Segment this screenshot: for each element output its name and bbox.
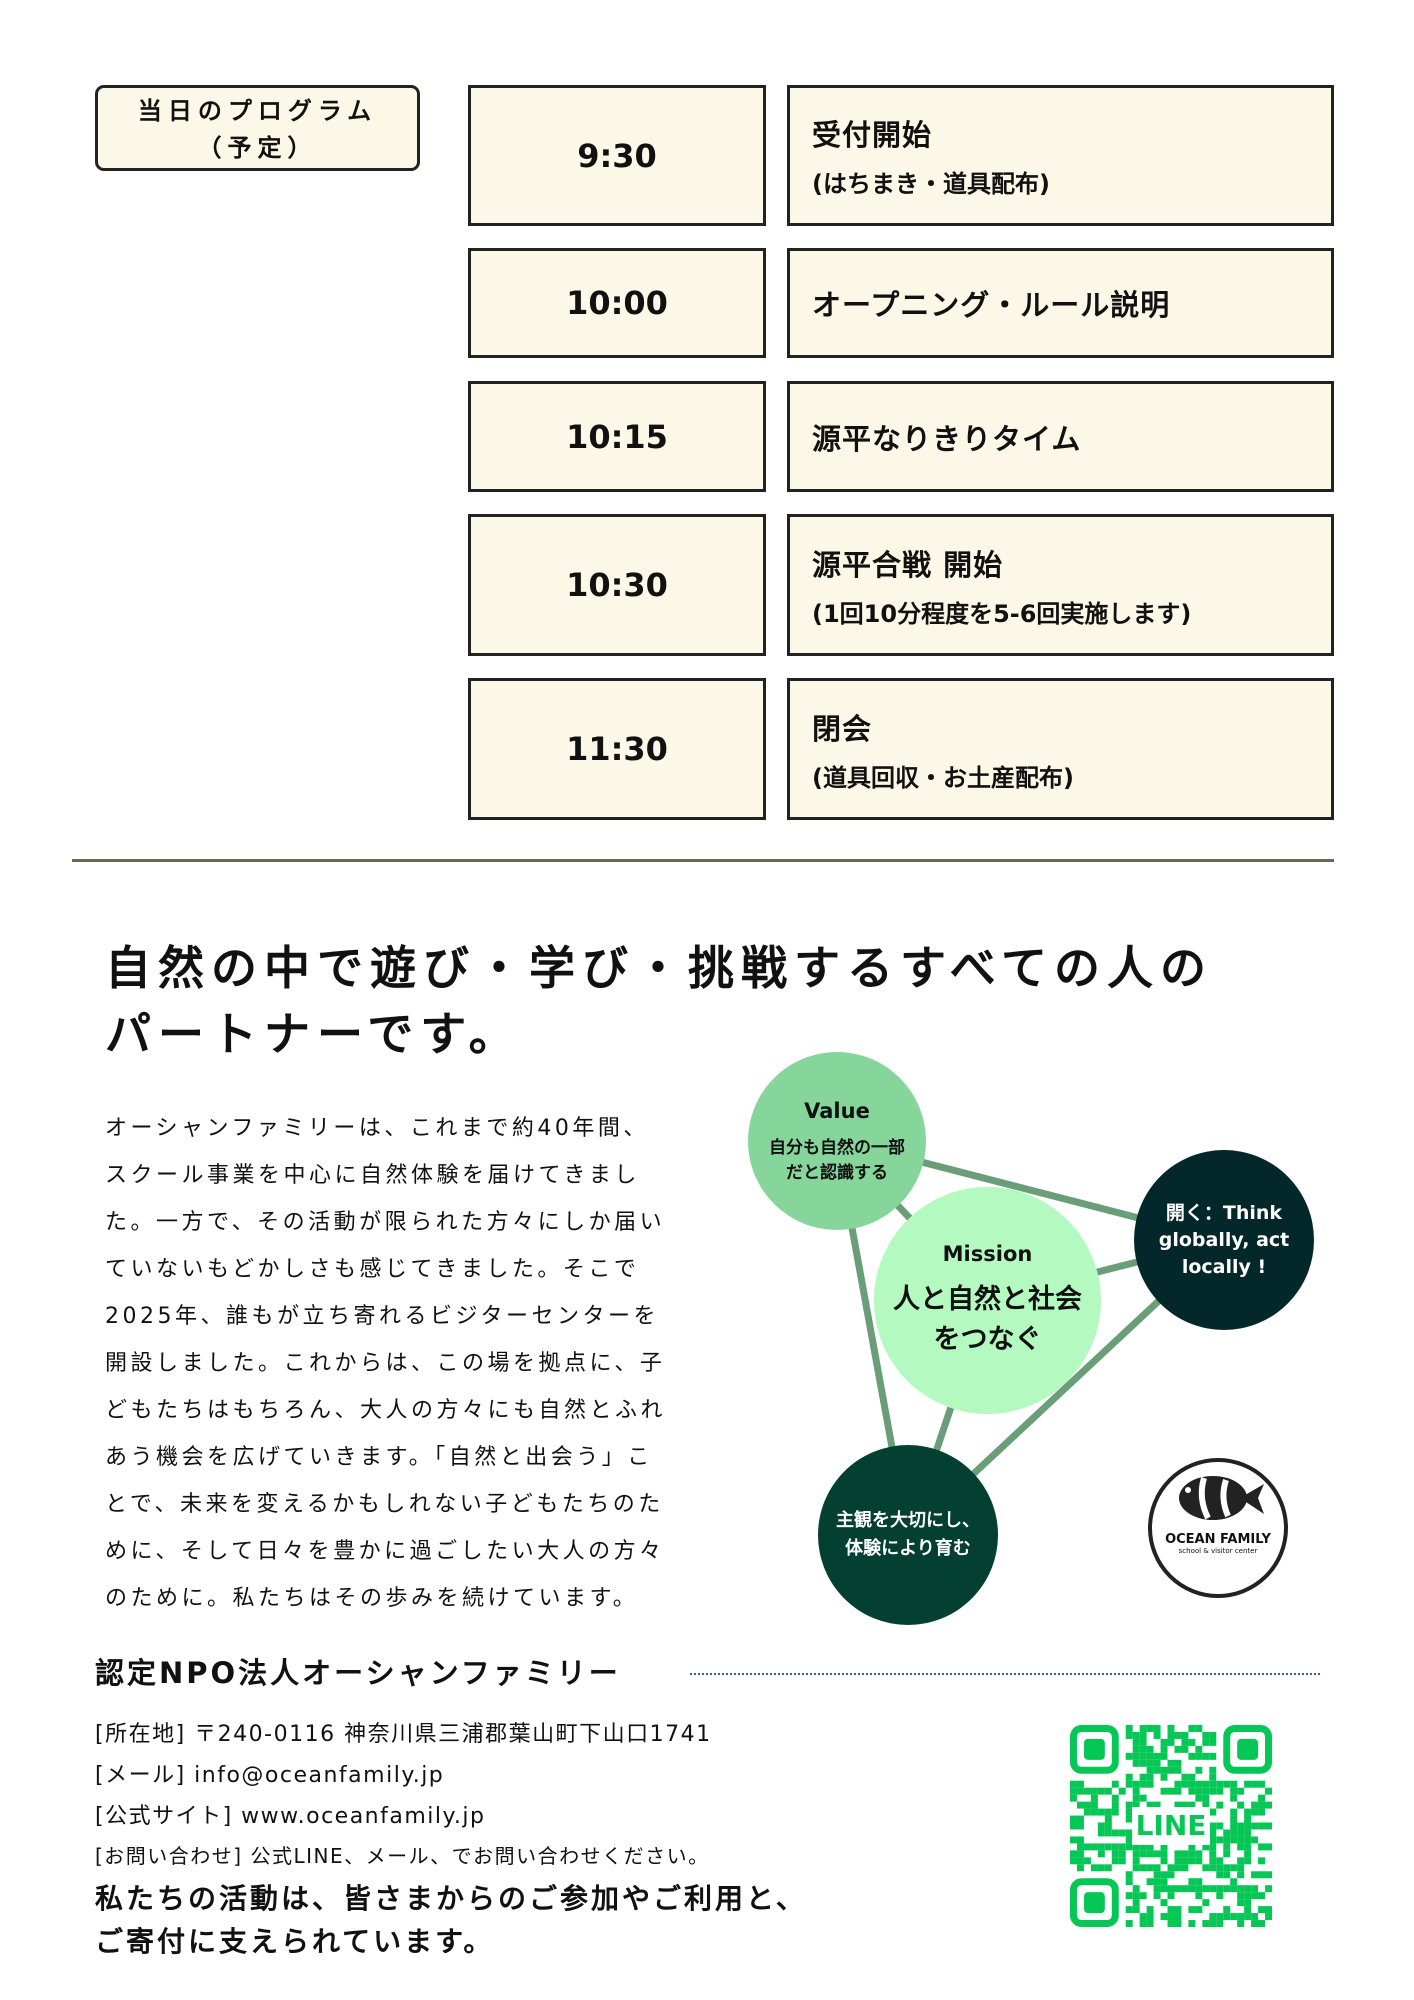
time-text: 11:30 [566, 730, 668, 768]
mission-line1: 人と自然と社会 [893, 1283, 1082, 1315]
clownfish-icon [1179, 1476, 1264, 1520]
mission-circle: Mission 人と自然と社会 をつなぐ [874, 1187, 1101, 1414]
headline-line1: 自然の中で遊び・学び・挑戦するすべての人の [105, 941, 1213, 995]
schedule-time: 10:30 [468, 514, 766, 656]
body-line: 2025年、誰もが立ち寄れるビジターセンターを [105, 1304, 660, 1329]
item-title: オープニング・ルール説明 [812, 288, 1171, 322]
ocean-family-logo: OCEAN FAMILY school & visitor center [1148, 1458, 1288, 1598]
time-text: 9:30 [577, 136, 657, 175]
time-text: 10:00 [566, 284, 668, 322]
dotted-divider [690, 1673, 1320, 1675]
body-line: あう機会を広げていきます。「自然と出会う」こ [105, 1445, 653, 1470]
item-subtitle: (道具回収・お土産配布) [812, 763, 1074, 792]
value-title: Value [804, 1099, 870, 1123]
closing-line1: 私たちの活動は、皆さまからのご参加やご利用と、 [95, 1882, 807, 1915]
item-title: 源平合戦 開始 [812, 547, 1004, 582]
headline: 自然の中で遊び・学び・挑戦するすべての人の パートナーです。 [105, 935, 1213, 1067]
body-line: スクール事業を中心に自然体験を届けてきまし [105, 1163, 640, 1188]
schedule-item: 源平合戦 開始 (1回10分程度を5-6回実施します) [787, 514, 1334, 656]
schedule-item: 受付開始 (はちまき・道具配布) [787, 85, 1334, 226]
program-label-line2: （予定） [197, 134, 318, 162]
program-label-line1: 当日のプログラム [137, 97, 378, 125]
body-line: た。一方で、その活動が限られた方々にしか届い [105, 1210, 666, 1235]
closing-line2: ご寄付に支えられています。 [95, 1925, 495, 1958]
qr-line-label: LINE [1132, 1807, 1210, 1845]
body-line: オーシャンファミリーは、これまで約40年間、 [105, 1116, 649, 1141]
program-label: 当日のプログラム （予定） [95, 85, 420, 171]
body-line: どもたちはもちろん、大人の方々にも自然とふれ [105, 1398, 667, 1423]
schedule-time: 10:00 [468, 248, 766, 358]
open-line1: 開く：Think [1165, 1201, 1283, 1224]
body-line: めに、そして日々を豊かに過ごしたい大人の方々 [105, 1539, 665, 1564]
time-text: 10:15 [566, 417, 668, 456]
body-line: とで、未来を変えるかもしれない子どもたちのた [105, 1492, 664, 1517]
body-text: オーシャンファミリーは、これまで約40年間、スクール事業を中心に自然体験を届けて… [105, 1105, 715, 1622]
open-line3: locally ! [1181, 1255, 1267, 1278]
open-line2: globally, act [1158, 1228, 1290, 1251]
divider [72, 859, 1334, 862]
body-line: ていないもどかしさも感じてきました。そこで [105, 1257, 640, 1282]
logo-tagline: school & visitor center [1178, 1547, 1258, 1555]
item-title: 源平なりきりタイム [812, 421, 1082, 456]
open-circle: 開く：Think globally, act locally ! [1134, 1150, 1314, 1330]
value-line2: だと認識する [786, 1163, 888, 1183]
time-text: 10:30 [566, 566, 668, 604]
logo-name: OCEAN FAMILY [1165, 1532, 1271, 1547]
item-title: 受付開始 [812, 118, 933, 152]
value-line1: 自分も自然の一部 [769, 1138, 905, 1158]
org-name: 認定NPO法人オーシャンファミリー [95, 1656, 621, 1690]
qr-pattern [1069, 1724, 1272, 1927]
body-line: 開設しました。これからは、この場を拠点に、子 [105, 1351, 666, 1376]
item-subtitle: (はちまき・道具配布) [812, 170, 1050, 198]
contact-info: [お問い合わせ] 公式LINE、メール、でお問い合わせください。 [95, 1844, 710, 1868]
subjective-line2: 体験により育む [845, 1538, 971, 1559]
schedule-item: 源平なりきりタイム [787, 381, 1334, 492]
email-link[interactable]: [メール] info@oceanfamily.jp [95, 1763, 445, 1788]
schedule-item: オープニング・ルール説明 [787, 248, 1334, 358]
schedule-time: 11:30 [468, 678, 766, 820]
mission-title: Mission [942, 1241, 1033, 1266]
headline-line2: パートナーです。 [105, 1007, 522, 1061]
value-circle: Value 自分も自然の一部 だと認識する [748, 1052, 926, 1230]
schedule-time: 9:30 [468, 85, 766, 226]
mission-line2: をつなぐ [933, 1323, 1042, 1355]
subjective-line1: 主観を大切にし、 [836, 1510, 980, 1531]
website-link[interactable]: [公式サイト] www.oceanfamily.jp [95, 1804, 486, 1829]
line-qr-code[interactable]: LINE [1069, 1724, 1272, 1927]
schedule-time: 10:15 [468, 381, 766, 492]
item-title: 閉会 [812, 711, 873, 746]
address: [所在地] 〒240-0116 神奈川県三浦郡葉山町下山口1741 [95, 1722, 712, 1747]
body-line: のために。私たちはその歩みを続けています。 [105, 1586, 639, 1611]
schedule-item: 閉会 (道具回収・お土産配布) [787, 678, 1334, 820]
subjective-circle: 主観を大切にし、 体験により育む [818, 1445, 998, 1625]
item-subtitle: (1回10分程度を5-6回実施します) [812, 599, 1192, 628]
